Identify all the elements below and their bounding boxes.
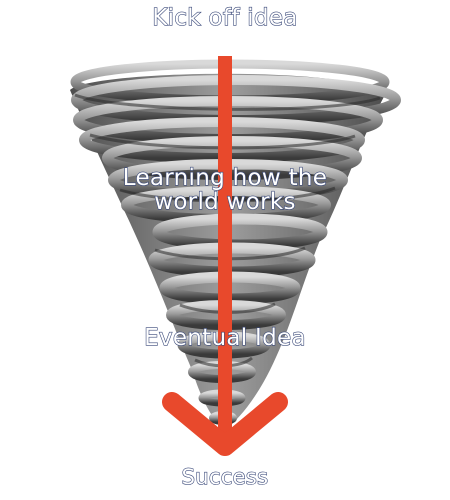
stage-label-end: Success	[181, 465, 269, 489]
stage-label-middle-line1: Learning how the	[122, 165, 328, 191]
stage-label-middle-line2: world works	[154, 189, 296, 216]
stage-label-middle: Learning how the world works	[0, 165, 450, 216]
stage-label-later: Eventual Idea	[143, 325, 306, 351]
stage-label-start: Kick off idea	[152, 5, 298, 31]
